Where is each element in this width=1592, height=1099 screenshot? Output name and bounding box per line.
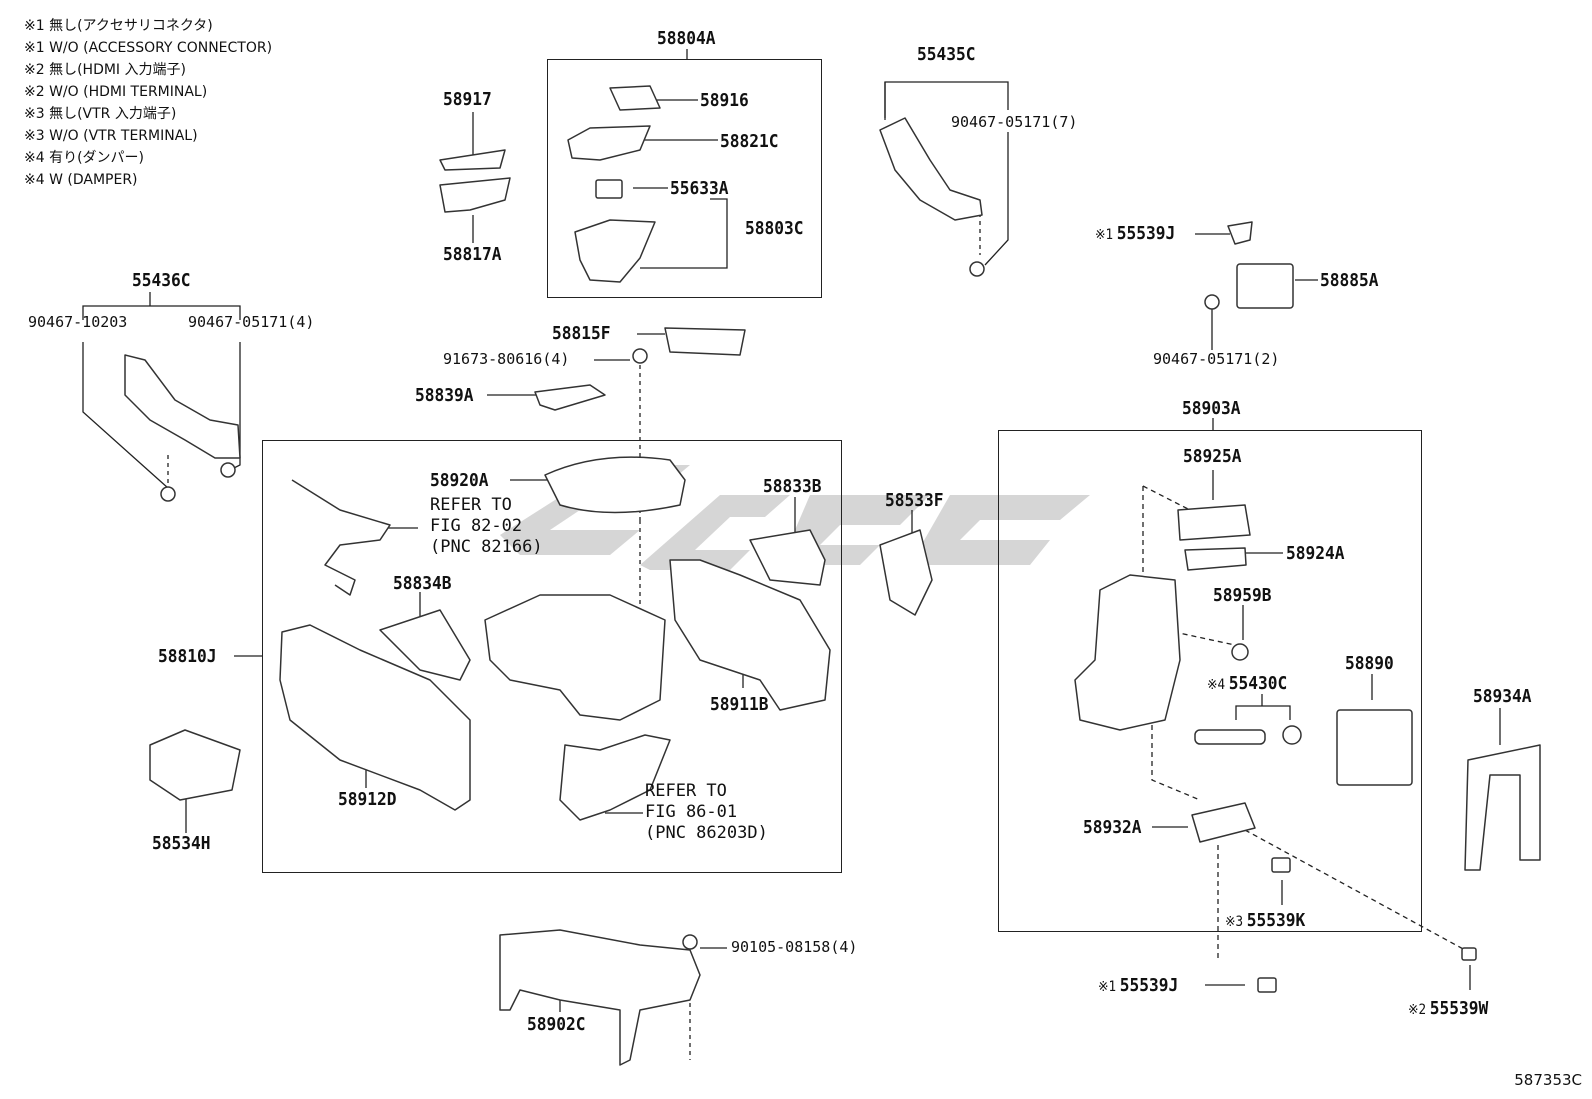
part-label-58920a: 58920A — [430, 470, 489, 491]
part-label-90105-08158-4: 90105-08158(4) — [731, 938, 858, 956]
refer-note-fig-82-02: REFER TO FIG 82-02 (PNC 82166) — [430, 495, 543, 558]
part-label-58834b: 58834B — [393, 573, 452, 594]
part-number: 55430C — [1228, 673, 1288, 694]
group-box-58903a — [998, 430, 1422, 932]
refer-line: (PNC 82166) — [430, 537, 543, 557]
refer-line: FIG 82-02 — [430, 516, 523, 536]
group-box-58810j — [262, 440, 842, 873]
part-label-90467-05171-4: 90467-05171(4) — [188, 313, 315, 331]
part-label-58821c: 58821C — [720, 131, 779, 152]
note-mark-1: ※1 — [1095, 227, 1114, 243]
part-label-91673-80616-4: 91673-80616(4) — [443, 350, 570, 368]
part-label-55436c: 55436C — [132, 270, 191, 291]
part-number: 55539J — [1119, 975, 1179, 996]
note-mark-4: ※4 — [1207, 677, 1226, 693]
refer-line: REFER TO — [645, 781, 727, 801]
note-3-jp: ※3 無し(VTR 入力端子) — [24, 106, 177, 122]
part-number: 55539W — [1429, 998, 1489, 1019]
part-label-58839a: 58839A — [415, 385, 474, 406]
part-label-55435c: 55435C — [917, 44, 976, 65]
part-label-58810j: 58810J — [158, 646, 217, 667]
part-label-58911b: 58911B — [710, 694, 769, 715]
refer-line: FIG 86-01 — [645, 802, 738, 822]
note-2-jp: ※2 無し(HDMI 入力端子) — [24, 62, 186, 78]
part-label-58833b: 58833B — [763, 476, 822, 497]
part-label-58817a: 58817A — [443, 244, 502, 265]
note-mark-1: ※1 — [1098, 979, 1117, 995]
part-number: 55539K — [1246, 910, 1306, 931]
part-label-90467-05171-2: 90467-05171(2) — [1153, 350, 1280, 368]
part-label-58959b: 58959B — [1213, 585, 1272, 606]
part-label-58533f: 58533F — [885, 490, 944, 511]
part-label-58815f: 58815F — [552, 323, 611, 344]
part-label-58803c: 58803C — [745, 218, 804, 239]
part-label-58885a: 58885A — [1320, 270, 1379, 291]
note-4-en: ※4 W (DAMPER) — [24, 172, 138, 188]
part-label-58934a: 58934A — [1473, 686, 1532, 707]
group-box-58804a — [547, 59, 822, 298]
part-label-58902c: 58902C — [527, 1014, 586, 1035]
part-label-58932a: 58932A — [1083, 817, 1142, 838]
part-label-58925a: 58925A — [1183, 446, 1242, 467]
part-label-58924a: 58924A — [1286, 543, 1345, 564]
note-mark-3: ※3 — [1225, 914, 1244, 930]
refer-line: REFER TO — [430, 495, 512, 515]
note-2-en: ※2 W/O (HDMI TERMINAL) — [24, 84, 208, 100]
part-label-55633a: 55633A — [670, 178, 729, 199]
refer-line: (PNC 86203D) — [645, 823, 768, 843]
part-label-58890: 58890 — [1345, 653, 1394, 674]
part-label-58916: 58916 — [700, 90, 749, 111]
part-label-58903a: 58903A — [1182, 398, 1241, 419]
part-label-90467-05171-7: 90467-05171(7) — [951, 113, 1078, 131]
part-sketches — [124, 85, 1541, 1066]
part-label-58534h: 58534H — [152, 833, 211, 854]
refer-note-fig-86-01: REFER TO FIG 86-01 (PNC 86203D) — [645, 781, 768, 844]
part-label-90467-10203: 90467-10203 — [28, 313, 128, 331]
part-label-58912d: 58912D — [338, 789, 397, 810]
note-mark-2: ※2 — [1408, 1002, 1427, 1018]
figure-id: 587353C — [1514, 1071, 1582, 1089]
part-number: 55539J — [1116, 223, 1176, 244]
note-3-en: ※3 W/O (VTR TERMINAL) — [24, 128, 198, 144]
part-label-58917: 58917 — [443, 89, 492, 110]
note-1-jp: ※1 無し(アクセサリコネクタ) — [24, 18, 213, 34]
note-1-en: ※1 W/O (ACCESSORY CONNECTOR) — [24, 40, 273, 56]
part-label-58804a: 58804A — [657, 28, 716, 49]
note-4-jp: ※4 有り(ダンパー) — [24, 150, 145, 166]
